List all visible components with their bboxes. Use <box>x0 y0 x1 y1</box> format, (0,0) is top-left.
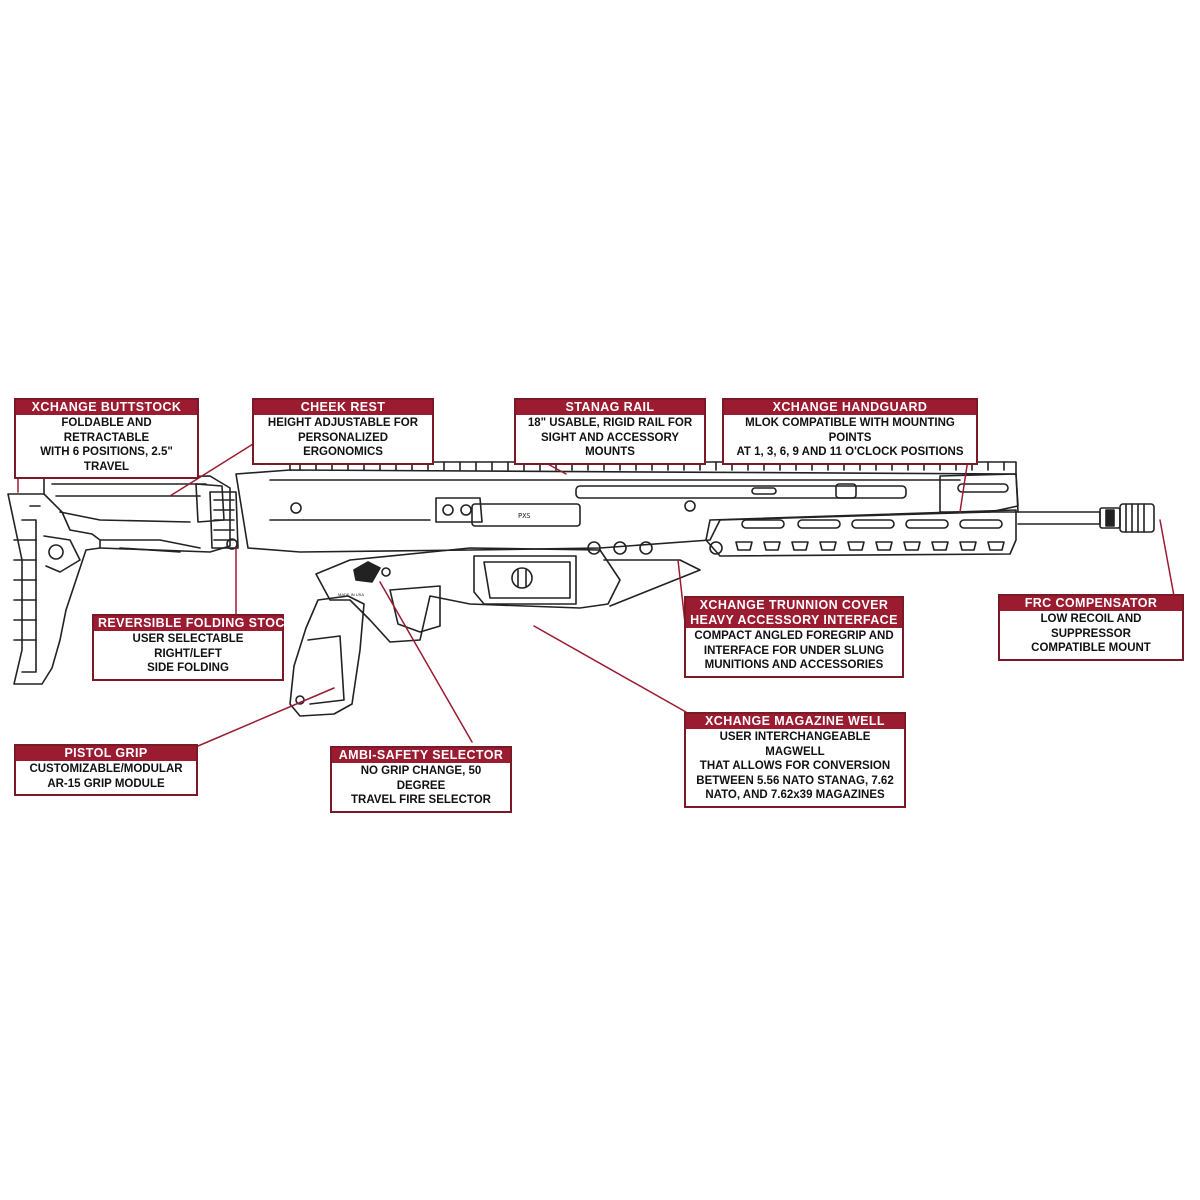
maker-logo-icon <box>511 567 533 589</box>
callout-frc-compensator: FRC COMPENSATOR LOW RECOIL AND SUPPRESSO… <box>998 594 1184 661</box>
callout-xchange-handguard: XCHANGE HANDGUARD MLOK COMPATIBLE WITH M… <box>722 398 978 465</box>
callout-title: XCHANGE HANDGUARD <box>724 400 976 415</box>
callout-text: CUSTOMIZABLE/MODULAR AR-15 GRIP MODULE <box>29 763 183 790</box>
compensator <box>1099 503 1155 533</box>
callout-text: COMPACT ANGLED FOREGRIP AND INTERFACE FO… <box>694 630 894 671</box>
callout-magazine-well: XCHANGE MAGAZINE WELL USER INTERCHANGEAB… <box>684 712 906 808</box>
callout-title: XCHANGE MAGAZINE WELL <box>686 714 904 729</box>
lower-receiver: MADE IN USA <box>315 541 701 643</box>
made-in-text: MADE IN USA <box>338 592 364 597</box>
callout-text: LOW RECOIL AND SUPPRESSOR COMPATIBLE MOU… <box>1031 613 1151 654</box>
rail-mark-text: PXS <box>518 512 531 520</box>
barrel <box>1017 511 1101 525</box>
callout-text: USER INTERCHANGEABLE MAGWELL THAT ALLOWS… <box>696 731 894 801</box>
callout-cheek-rest: CHEEK REST HEIGHT ADJUSTABLE FOR PERSONA… <box>252 398 434 465</box>
callout-text: 18" USABLE, RIGID RAIL FOR SIGHT AND ACC… <box>527 417 693 458</box>
callout-text: NO GRIP CHANGE, 50 DEGREE TRAVEL FIRE SE… <box>351 765 491 806</box>
callout-reversible-folding-stock: REVERSIBLE FOLDING STOCK USER SELECTABLE… <box>92 614 294 681</box>
callout-text: USER SELECTABLE RIGHT/LEFT SIDE FOLDING <box>132 633 244 674</box>
callout-title: FRC COMPENSATOR <box>1000 596 1182 611</box>
callout-trunnion-cover: XCHANGE TRUNNION COVER HEAVY ACCESSORY I… <box>684 596 904 678</box>
safety-selector <box>353 561 391 583</box>
callout-xchange-buttstock: XCHANGE BUTTSTOCK FOLDABLE AND RETRACTAB… <box>14 398 199 479</box>
callout-text: HEIGHT ADJUSTABLE FOR PERSONALIZED ERGON… <box>267 417 419 458</box>
handguard <box>705 473 1019 557</box>
callout-text: MLOK COMPATIBLE WITH MOUNTING POINTS AT … <box>736 417 964 458</box>
callout-title: CHEEK REST <box>254 400 432 415</box>
pistol-grip <box>289 595 365 717</box>
callout-pistol-grip: PISTOL GRIP CUSTOMIZABLE/MODULAR AR-15 G… <box>14 744 198 796</box>
callout-title: XCHANGE BUTTSTOCK <box>16 400 197 415</box>
callout-title: REVERSIBLE FOLDING STOCK <box>94 616 294 631</box>
callout-text: FOLDABLE AND RETRACTABLE WITH 6 POSITION… <box>40 417 173 473</box>
callout-title: AMBI-SAFETY SELECTOR <box>332 748 510 763</box>
callout-title: STANAG RAIL <box>516 400 704 415</box>
callout-ambi-safety-selector: AMBI-SAFETY SELECTOR NO GRIP CHANGE, 50 … <box>330 746 512 813</box>
callout-title: PISTOL GRIP <box>16 746 196 761</box>
callout-stanag-rail: STANAG RAIL 18" USABLE, RIGID RAIL FOR S… <box>514 398 706 465</box>
leader-lines <box>17 423 1175 747</box>
callout-title: XCHANGE TRUNNION COVER HEAVY ACCESSORY I… <box>686 598 902 628</box>
cheek-rest <box>209 491 239 549</box>
upper-receiver: PXS <box>235 461 1019 553</box>
